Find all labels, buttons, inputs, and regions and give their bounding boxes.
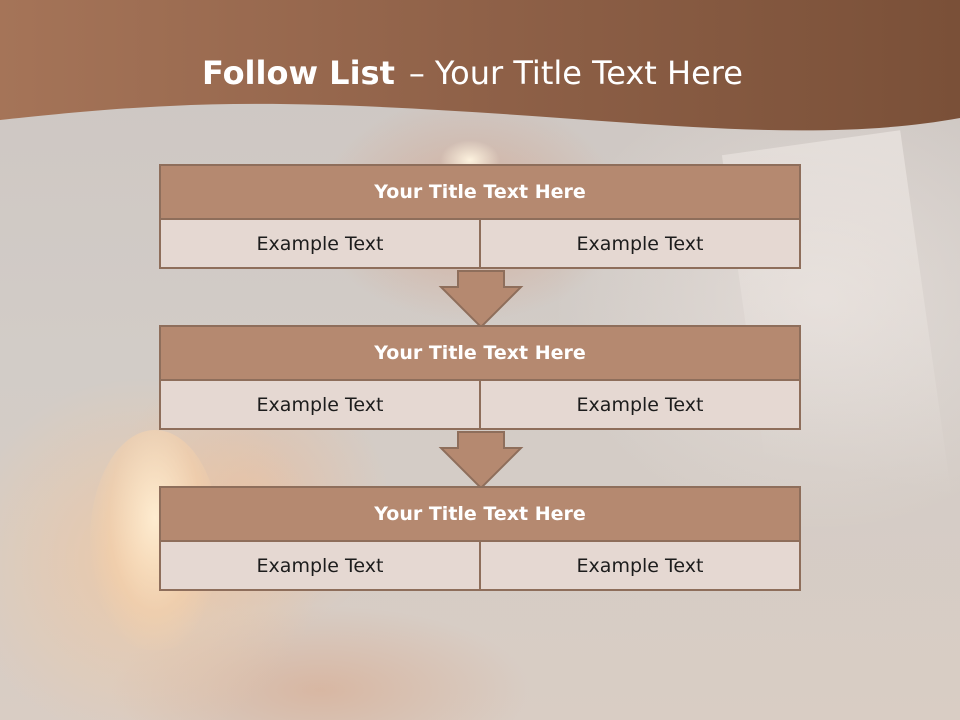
block-cell-left: Example Text	[159, 542, 481, 591]
down-arrow-icon	[438, 270, 524, 329]
slide-title-separator: –	[408, 54, 425, 92]
block-cell-left: Example Text	[159, 381, 481, 430]
block-cell-right: Example Text	[481, 542, 801, 591]
block-cell-right: Example Text	[481, 220, 801, 269]
down-arrow-icon	[438, 431, 524, 490]
block-cell-left: Example Text	[159, 220, 481, 269]
block-row: Example Text Example Text	[159, 542, 801, 591]
slide-title: Follow List–Your Title Text Here	[202, 54, 743, 92]
block-cell-right: Example Text	[481, 381, 801, 430]
block-title: Your Title Text Here	[159, 164, 801, 220]
slide-title-bold: Follow List	[202, 54, 395, 92]
list-block-3: Your Title Text Here Example Text Exampl…	[159, 486, 801, 591]
header-band	[0, 0, 960, 131]
list-block-1: Your Title Text Here Example Text Exampl…	[159, 164, 801, 269]
block-row: Example Text Example Text	[159, 381, 801, 430]
block-title: Your Title Text Here	[159, 325, 801, 381]
list-block-2: Your Title Text Here Example Text Exampl…	[159, 325, 801, 430]
slide-title-rest: Your Title Text Here	[434, 54, 743, 92]
block-title: Your Title Text Here	[159, 486, 801, 542]
block-row: Example Text Example Text	[159, 220, 801, 269]
